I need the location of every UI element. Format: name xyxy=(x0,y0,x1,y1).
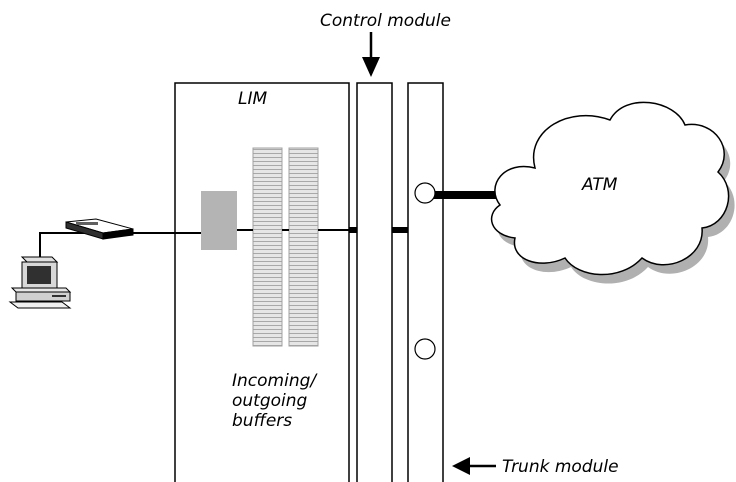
atm-label: ATM xyxy=(581,175,618,195)
trunk-port-2 xyxy=(414,338,436,360)
trunk-port-1 xyxy=(414,182,436,204)
cloud-icon xyxy=(490,101,735,284)
incoming-buffer xyxy=(252,147,283,347)
connection-lines xyxy=(39,191,502,262)
buffers-label-line1: Incoming/ xyxy=(232,371,318,391)
modem-icon xyxy=(65,218,134,240)
outgoing-buffer xyxy=(288,147,319,347)
buffers-label-line2: outgoing xyxy=(232,391,308,411)
computer-icon xyxy=(8,256,72,309)
lim-box xyxy=(174,82,350,482)
control-module-arrow xyxy=(362,32,380,77)
trunk-module-box xyxy=(407,82,444,482)
lim-label: LIM xyxy=(238,89,267,109)
control-module-box xyxy=(356,82,393,482)
trunk-module-label: Trunk module xyxy=(502,457,619,477)
trunk-module-arrow xyxy=(452,457,496,475)
lim-port-block xyxy=(201,191,237,250)
control-module-label: Control module xyxy=(320,11,451,31)
buffers-label-line3: buffers xyxy=(232,411,292,431)
